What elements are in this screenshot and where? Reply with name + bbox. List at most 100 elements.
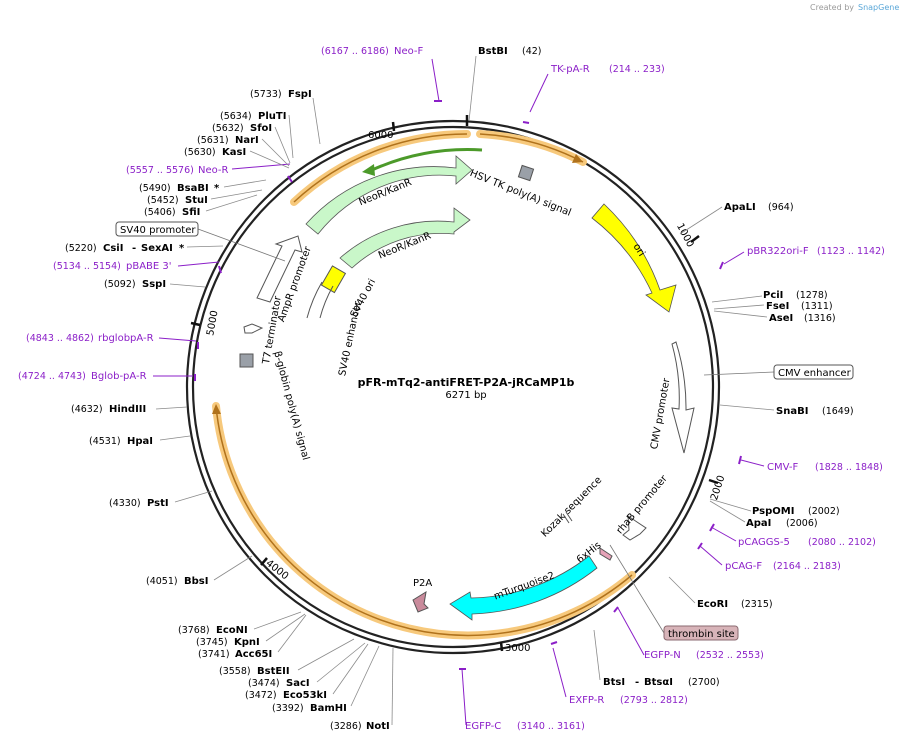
enzyme-bsti[interactable]: BstBI bbox=[478, 46, 508, 57]
egfp-c-primer[interactable]: EGFP-C bbox=[465, 721, 501, 732]
enzyme-btsi-pos: (2700) bbox=[688, 677, 720, 688]
neo-r-primer[interactable]: Neo-R bbox=[198, 165, 229, 176]
neokan-arrow-outer[interactable] bbox=[305, 155, 473, 235]
pcaggs-range: (2080 .. 2102) bbox=[808, 537, 876, 548]
cmv-f-site bbox=[738, 455, 742, 465]
enzyme-acc65i[interactable]: Acc65I bbox=[235, 649, 272, 660]
tick-2000 bbox=[708, 478, 719, 485]
cmv-enhancer-box[interactable] bbox=[773, 364, 854, 380]
ampr-promoter-arrow[interactable] bbox=[256, 235, 303, 303]
enzyme-eco53ki-pos: (3472) bbox=[245, 690, 277, 701]
pbr322-range: (1123 .. 1142) bbox=[817, 246, 885, 257]
enzyme-bbsi-pos: (4051) bbox=[146, 576, 178, 587]
enzyme-kasi[interactable]: KasI bbox=[222, 147, 246, 158]
cmv-f-leader bbox=[740, 459, 765, 467]
enzyme-noti[interactable]: NotI bbox=[366, 721, 390, 732]
enzyme-hpai[interactable]: HpaI bbox=[127, 436, 153, 447]
bglob-primer[interactable]: Bglob-pA-R bbox=[91, 371, 147, 382]
enzyme-eco53ki[interactable]: Eco53kI bbox=[283, 690, 327, 701]
enzyme-asei-pos: (1316) bbox=[804, 313, 836, 324]
enzyme-pluti[interactable]: PluTI bbox=[258, 111, 286, 122]
exfp-r-site bbox=[550, 641, 558, 645]
enzyme-bsteii[interactable]: BstEII bbox=[257, 666, 290, 677]
enzyme-kpni[interactable]: KpnI bbox=[234, 637, 260, 648]
tk-pa-r-leader bbox=[529, 73, 549, 113]
halo-arrowhead-bottom bbox=[212, 404, 221, 414]
plasmid-name: pFR-mTq2-antiFRET-P2A-jRCaMP1b bbox=[358, 376, 575, 389]
egfp-n-primer[interactable]: EGFP-N bbox=[644, 650, 681, 661]
noti-leader bbox=[391, 647, 394, 726]
rhab-promoter-arrow[interactable] bbox=[622, 515, 647, 541]
enzyme-apai[interactable]: ApaI bbox=[746, 518, 771, 529]
neo-f-primer[interactable]: Neo-F bbox=[394, 46, 424, 57]
pcii-leader bbox=[711, 295, 763, 303]
enzyme-nari[interactable]: NarI bbox=[235, 135, 259, 146]
p2a-arrow[interactable] bbox=[412, 590, 429, 613]
enzyme-sspi[interactable]: SspI bbox=[142, 279, 166, 290]
enzyme-hindiii[interactable]: HindIII bbox=[109, 404, 146, 415]
enzyme-bamhi[interactable]: BamHI bbox=[310, 703, 347, 714]
enzyme-csii[interactable]: CsiI bbox=[103, 243, 123, 254]
pbr322-site bbox=[719, 261, 724, 270]
enzyme-ecori[interactable]: EcoRI bbox=[697, 599, 728, 610]
t7-terminator-arrow[interactable] bbox=[243, 323, 264, 334]
enzyme-pluti-pos: (5634) bbox=[220, 111, 252, 122]
enzyme-econi[interactable]: EcoNI bbox=[216, 625, 248, 636]
scale-ticks bbox=[190, 121, 719, 652]
enzyme-fspi[interactable]: FspI bbox=[288, 89, 312, 100]
rbglob-primer[interactable]: rbglobpA-R bbox=[98, 333, 154, 344]
pcag-f-primer[interactable]: pCAG-F bbox=[725, 561, 762, 572]
exfp-r-primer[interactable]: EXFP-R bbox=[569, 695, 604, 706]
enzyme-btsai[interactable]: BtsαI bbox=[644, 677, 673, 688]
his6-arrow[interactable] bbox=[599, 547, 613, 561]
sv40-ori-box[interactable] bbox=[320, 265, 347, 294]
tk-pa-r-primer[interactable]: TK-pA-R bbox=[550, 64, 590, 75]
sv40-promoter-box[interactable] bbox=[115, 221, 199, 237]
neokan-arrow-inner[interactable] bbox=[339, 207, 471, 269]
cmv-f-primer[interactable]: CMV-F bbox=[767, 462, 798, 473]
enzyme-bbsi[interactable]: BbsI bbox=[184, 576, 208, 587]
pcaggs-primer[interactable]: pCAGGS-5 bbox=[738, 537, 790, 548]
enzyme-leaders bbox=[155, 55, 775, 726]
tick-3000 bbox=[499, 641, 504, 652]
enzyme-pcii-pos: (1278) bbox=[796, 290, 828, 301]
thrombin-site-box[interactable] bbox=[663, 625, 739, 641]
enzyme-bsabi[interactable]: BsaBI bbox=[177, 183, 209, 194]
cmv-promoter-label: CMV promoter bbox=[649, 377, 672, 451]
sv40-enhancer-arc bbox=[306, 281, 323, 319]
ori-arrow[interactable] bbox=[591, 203, 677, 313]
enzyme-asei[interactable]: AseI bbox=[769, 313, 793, 324]
enzyme-apali[interactable]: ApaLI bbox=[724, 202, 756, 213]
enzyme-snabi[interactable]: SnaBI bbox=[776, 406, 808, 417]
egfp-c-range: (3140 .. 3161) bbox=[517, 721, 585, 732]
enzyme-fsei[interactable]: FseI bbox=[766, 301, 789, 312]
halo-arc-bottom-line bbox=[215, 405, 633, 637]
hsv-tk-polya-box[interactable] bbox=[517, 164, 535, 182]
enzyme-psp[interactable]: PspOMI bbox=[752, 506, 794, 517]
enzyme-stui[interactable]: StuI bbox=[185, 195, 208, 206]
sfii-leader bbox=[205, 194, 258, 212]
enzyme-saci[interactable]: SacI bbox=[286, 678, 310, 689]
pbr322-leader bbox=[723, 251, 745, 265]
bglobin-polya-box[interactable] bbox=[239, 353, 254, 368]
enzyme-sexai[interactable]: SexAI bbox=[141, 243, 173, 254]
enzyme-sfoi[interactable]: SfoI bbox=[250, 123, 272, 134]
pcag-f-leader bbox=[699, 545, 723, 566]
enzyme-pcii[interactable]: PciI bbox=[763, 290, 783, 301]
ecori-leader bbox=[668, 576, 696, 604]
rbglob-range: (4843 .. 4862) bbox=[26, 333, 94, 344]
enzyme-bsabi-pos: (5490) bbox=[139, 183, 171, 194]
exfp-r-range: (2793 .. 2812) bbox=[620, 695, 688, 706]
snabi-leader bbox=[719, 404, 775, 411]
cmv-promoter-arrow[interactable] bbox=[671, 341, 695, 454]
enzyme-sfoi-pos: (5632) bbox=[212, 123, 244, 134]
pbabe-primer[interactable]: pBABE 3' bbox=[126, 261, 172, 272]
pbr322-primer[interactable]: pBR322ori-F bbox=[747, 246, 809, 257]
bglobin-polya-label: β-globin poly(A) signal bbox=[271, 350, 311, 461]
mturquoise2-arrow[interactable] bbox=[449, 555, 598, 621]
enzyme-sfii[interactable]: SfiI bbox=[182, 207, 200, 218]
tick-label-5000: 5000 bbox=[205, 310, 220, 337]
enzyme-psti[interactable]: PstI bbox=[147, 498, 169, 509]
egfp-n-leader bbox=[617, 607, 645, 656]
enzyme-btsi[interactable]: BtsI bbox=[603, 677, 625, 688]
